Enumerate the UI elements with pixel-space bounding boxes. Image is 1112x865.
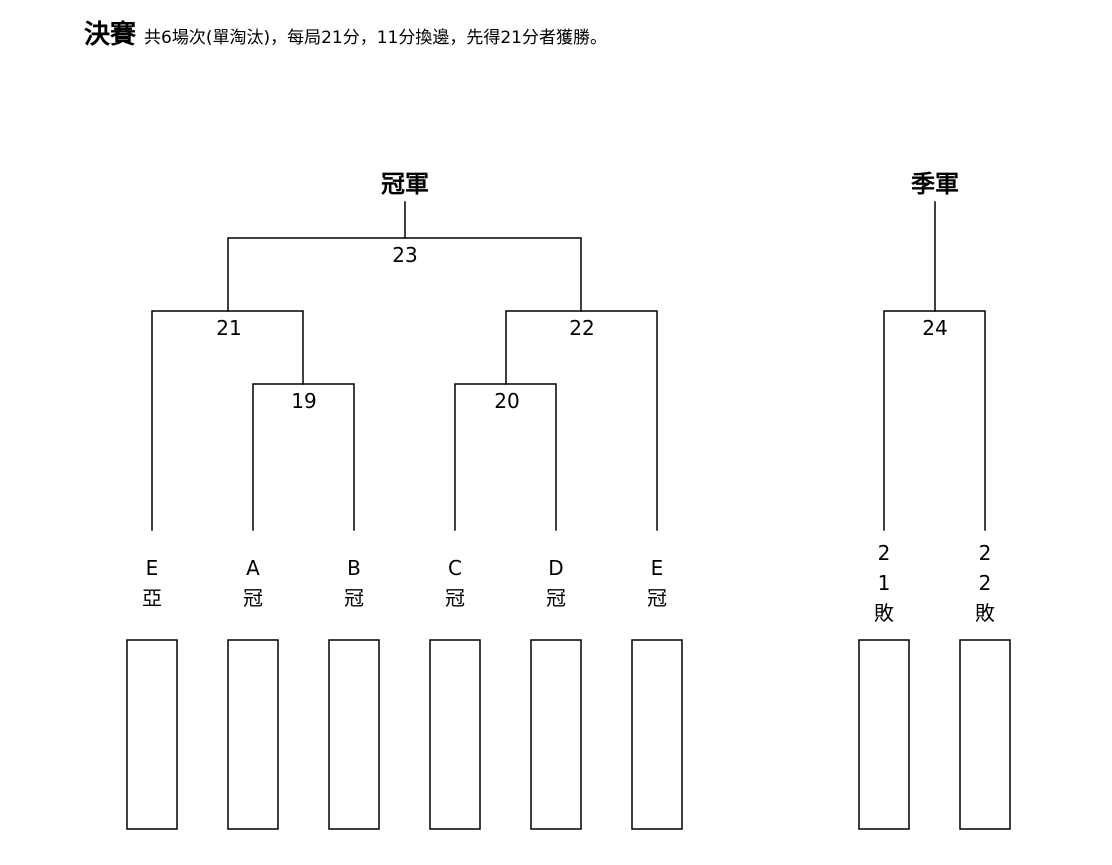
match-number-19: 19 <box>291 389 316 413</box>
seed-8-line2: 2 <box>979 571 992 595</box>
seed-6-line2: 冠 <box>647 586 667 610</box>
match-24-bracket <box>883 310 986 531</box>
seed-8-line3: 敗 <box>975 601 995 625</box>
seed-1-line2: 亞 <box>142 586 162 610</box>
name-box-6 <box>631 639 683 830</box>
rules-description: 共6場次(單淘汰)，每局21分，11分換邊，先得21分者獲勝。 <box>144 28 607 48</box>
seed-3-line1: B <box>347 556 361 580</box>
name-box-5 <box>530 639 582 830</box>
seed-5-line1: D <box>548 556 563 580</box>
match-22-bracket <box>505 310 658 531</box>
seed-7-line3: 敗 <box>874 601 894 625</box>
seed-7-line2: 1 <box>878 571 891 595</box>
name-box-1 <box>126 639 178 830</box>
match-number-21: 21 <box>216 316 241 340</box>
seed-3-line2: 冠 <box>344 586 364 610</box>
third-place-title: 季軍 <box>911 170 959 198</box>
seed-1-line1: E <box>146 556 159 580</box>
match-number-24: 24 <box>922 316 947 340</box>
bracket-lines <box>151 201 986 531</box>
match-number-23: 23 <box>392 243 417 267</box>
name-box-3 <box>328 639 380 830</box>
seed-4-line2: 冠 <box>445 586 465 610</box>
name-box-7 <box>858 639 910 830</box>
name-box-2 <box>227 639 279 830</box>
seed-7-line1: 2 <box>878 541 891 565</box>
match-21-bracket <box>151 310 304 531</box>
match-number-20: 20 <box>494 389 519 413</box>
header: 決賽共6場次(單淘汰)，每局21分，11分換邊，先得21分者獲勝。 <box>84 14 607 51</box>
seed-2-line2: 冠 <box>243 586 263 610</box>
seed-2-line1: A <box>246 556 260 580</box>
name-box-4 <box>429 639 481 830</box>
seed-8-line1: 2 <box>979 541 992 565</box>
seed-6-line1: E <box>651 556 664 580</box>
champion-title: 冠軍 <box>381 170 429 198</box>
seed-5-line2: 冠 <box>546 586 566 610</box>
name-box-8 <box>959 639 1011 830</box>
page-title: 決賽 <box>84 20 137 50</box>
seed-4-line1: C <box>448 556 462 580</box>
match-number-22: 22 <box>569 316 594 340</box>
